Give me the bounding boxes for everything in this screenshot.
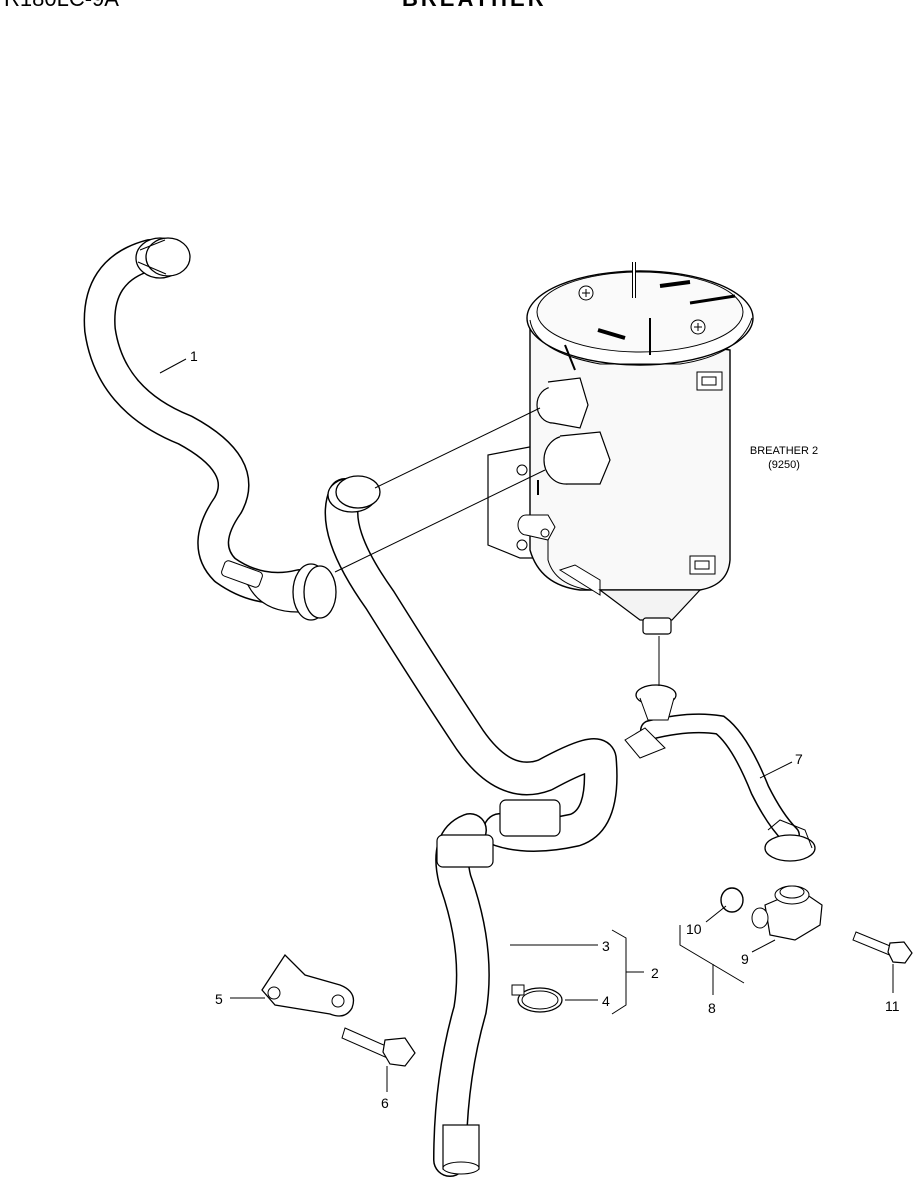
callout-5: 5 [215,991,223,1007]
callout-11: 11 [885,998,900,1014]
o-ring-10 [720,887,744,913]
breather-part-number: (9250) [768,459,800,471]
diagram-title: BREATHER [402,0,547,12]
model-code: R180LC-9A [4,0,119,12]
breather-canister [487,262,754,635]
leader-lines [159,358,894,1092]
callout-1: 1 [190,348,198,364]
callout-3: 3 [602,938,610,954]
hose-1 [83,237,337,621]
callout-8: 8 [708,1000,716,1016]
callout-4: 4 [602,993,610,1009]
bracket-5 [261,953,355,1017]
callout-6: 6 [381,1095,389,1111]
bolt-11 [852,931,913,964]
callout-10: 10 [686,921,702,937]
fitting-9 [751,885,823,941]
callout-9: 9 [741,951,749,967]
hose-7 [624,684,816,862]
clamp-4 [511,984,563,1013]
breather-label: BREATHER 2 [750,445,818,457]
callout-2: 2 [651,965,659,981]
hose-3 [324,475,618,1177]
bolt-6 [341,1027,416,1067]
callout-7: 7 [795,751,803,767]
